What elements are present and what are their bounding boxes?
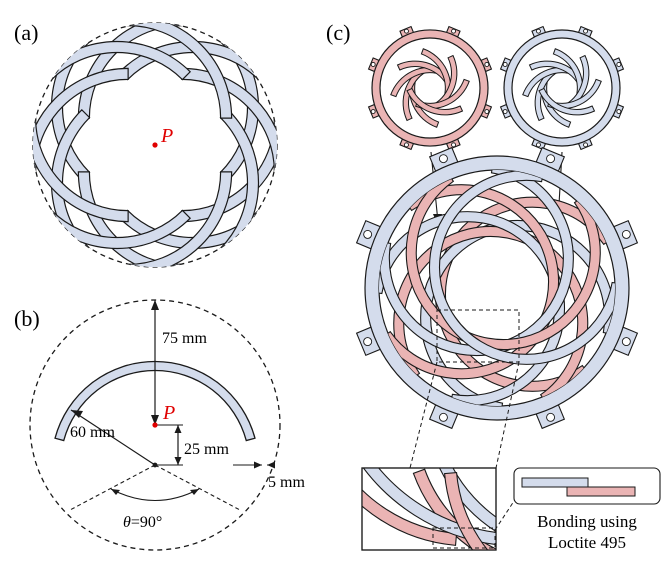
dim-25-arrow-bottom <box>174 457 182 465</box>
blue-gear-tab-hole <box>616 109 622 114</box>
panel-b-curved-beam <box>54 360 256 442</box>
assembly-tab-hole <box>621 337 631 347</box>
dim-25-label: 25 mm <box>184 441 229 458</box>
pink-gear-tab-hole <box>451 28 456 34</box>
bond-blue-strip <box>521 477 589 488</box>
dim-25-arrow-top <box>174 425 182 433</box>
zoom-pink-beam <box>443 471 489 550</box>
dim-75-label: 75 mm <box>162 330 207 347</box>
zoom-pink-beam <box>362 488 458 546</box>
blue-gear-tab-hole <box>583 28 588 34</box>
assembled-gear <box>355 146 639 430</box>
zoom-inset <box>361 467 497 551</box>
dim-60-line <box>70 409 156 466</box>
dim-75-arrow-top <box>151 300 159 310</box>
pink-layer-gear <box>367 25 493 151</box>
panel-b-arc-center <box>152 462 158 468</box>
zoom-leader-left <box>409 361 438 469</box>
theta-label: θ=90° <box>123 514 162 531</box>
panel-label-c: (c) <box>326 20 350 45</box>
blue-layer-gear <box>499 25 625 151</box>
dim-5-label: 5 mm <box>268 474 305 491</box>
panel-a-point-label: P <box>160 125 173 147</box>
panel-a-curved-beam <box>33 23 233 223</box>
panel-b-point-label: P <box>162 402 175 424</box>
panel-a-point-p <box>152 142 158 148</box>
assembly-tab-hole <box>363 337 373 347</box>
blue-gear-tab-hole <box>502 62 508 67</box>
pink-gear-tab-hole <box>484 62 490 67</box>
theta-right-ray <box>154 464 241 511</box>
theta-arrow-left <box>111 489 120 495</box>
dim-60-label: 60 mm <box>70 424 115 441</box>
panel-a-curved-beam <box>33 67 233 267</box>
blue-gear-spoke <box>538 87 596 116</box>
panel-a-arc-group <box>33 23 277 267</box>
bond-leader <box>494 497 517 531</box>
theta-value: =90° <box>131 514 162 531</box>
assembly-tab-hole <box>363 229 373 239</box>
theta-arrow-right <box>190 489 199 495</box>
zoom-inset-border <box>361 467 497 551</box>
theta-arc <box>110 488 200 502</box>
dim-75-arrow-bottom <box>151 415 159 425</box>
pink-gear-tab-hole <box>484 109 490 114</box>
dim-60-arrow <box>71 410 83 418</box>
panel-label-a: (a) <box>14 20 38 45</box>
blue-gear-tab-hole <box>536 142 541 148</box>
panel-label-b: (b) <box>14 306 40 331</box>
bond-note-line1: Bonding using <box>537 512 637 531</box>
panel-b-point-p <box>152 422 158 428</box>
blue-gear-ring <box>503 29 621 147</box>
zoom-region-box <box>436 309 520 363</box>
blue-gear-tab-hole <box>536 28 541 34</box>
assembly-tab-hole <box>546 154 556 164</box>
blue-gear-tab-hole <box>502 109 508 114</box>
assembly-tab-hole <box>621 229 631 239</box>
assembly-tab-hole <box>546 412 556 422</box>
bond-pink-strip <box>566 486 636 497</box>
panel-a-curved-beam <box>77 67 277 267</box>
pink-gear-tab-hole <box>451 142 456 148</box>
zoom-inset-beams <box>362 468 496 550</box>
blue-gear-tab-hole <box>583 142 588 148</box>
blue-gear-tab-hole <box>616 62 622 67</box>
dim-5-arrow-right <box>267 461 275 469</box>
pink-gear-tab-hole <box>370 62 376 67</box>
dim-5-arrow-left <box>254 461 262 469</box>
pink-gear-tab-hole <box>404 28 409 34</box>
theta-left-ray <box>69 464 156 511</box>
bond-region-box <box>432 527 496 549</box>
theta-symbol: θ <box>123 514 131 531</box>
pink-gear-ring <box>371 29 489 147</box>
assembly-tab-hole <box>438 412 448 422</box>
pink-gear-tab-hole <box>370 109 376 114</box>
pink-gear-tab-hole <box>404 142 409 148</box>
pink-gear-spoke <box>406 87 464 116</box>
assembly-tab-hole <box>438 154 448 164</box>
bond-note-line2: Loctite 495 <box>548 533 626 552</box>
